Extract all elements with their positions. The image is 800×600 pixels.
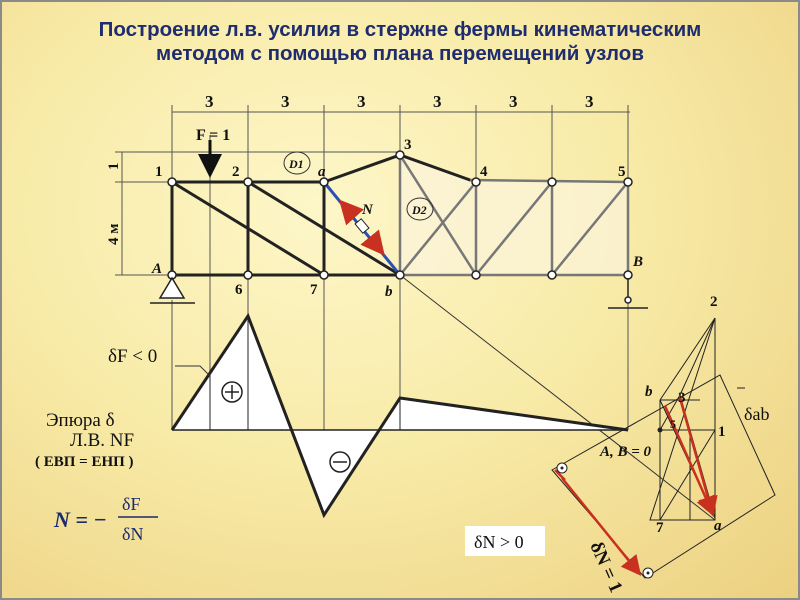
delta-n-sign: δN > 0 [474, 532, 524, 552]
node-B: B [632, 254, 643, 270]
plan-b: b [645, 384, 653, 400]
height-4: 4 м [106, 224, 122, 245]
dim-1: 3 [205, 92, 214, 111]
delta-n-unit: δN = 1 [585, 538, 626, 595]
node-1: 1 [155, 164, 163, 180]
support-a [150, 276, 195, 304]
delta-f-leader [175, 365, 211, 377]
node-A: A [151, 261, 162, 277]
dim-2: 3 [281, 92, 290, 111]
formula-numerator: δF [122, 494, 141, 514]
influence-label: Л.В. NF [70, 430, 134, 451]
plan-vector-ba [663, 405, 716, 517]
truss-nodes [167, 150, 633, 280]
force-n-label: N [361, 202, 374, 218]
height-1: 1 [106, 163, 122, 171]
node-6: 6 [235, 282, 243, 298]
node-a: a [318, 164, 326, 180]
plan-3: 3 [678, 390, 686, 406]
delta-n-box [465, 526, 545, 556]
displacement-plan [551, 317, 776, 579]
force-n-arrow-down [360, 229, 385, 256]
node-b: b [385, 284, 393, 300]
truss-right-disk [398, 154, 630, 277]
dim-6: 3 [585, 92, 594, 111]
node-5: 5 [618, 164, 626, 180]
disk-d2-marker [406, 197, 434, 221]
plan-1: 1 [718, 424, 726, 440]
support-b [608, 278, 648, 309]
slide-title: Построение л.в. усилия в стержне фермы к… [0, 18, 800, 66]
plus-sign-icon [221, 381, 243, 403]
labels: 3 3 3 3 3 3 F = 1 1 4 м 1 2 a 3 4 5 A 6 … [35, 92, 769, 596]
title-line-2: методом с помощью плана перемещений узло… [156, 42, 644, 65]
cut-section [354, 218, 370, 234]
delta-ab-label: δab [744, 404, 769, 424]
plan-ab: A, B = 0 [599, 444, 652, 460]
title-line-1: Построение л.в. усилия в стержне фермы к… [98, 18, 702, 41]
node-2: 2 [232, 164, 240, 180]
node-4: 4 [480, 164, 488, 180]
dim-4: 3 [433, 92, 442, 111]
formula-lhs: N = − [53, 507, 107, 532]
pole-ab [657, 427, 663, 433]
disk-d1-label: D1 [288, 157, 304, 171]
dimension-lines [115, 105, 630, 515]
disk-d2-label: D2 [411, 203, 427, 217]
plan-2: 2 [710, 294, 718, 310]
plan-vector-3a [678, 397, 718, 517]
node-3: 3 [404, 137, 412, 153]
plan-7: 7 [656, 520, 664, 536]
disk-d1-marker [283, 151, 311, 175]
formula-denominator: δN [122, 524, 143, 544]
plan-5: 5 [670, 417, 676, 431]
disk-d2-shading [400, 155, 628, 275]
epure-label: Эпюра δ [46, 410, 115, 431]
condition-label: ( ЕВП = ЕНП ) [35, 454, 134, 470]
minus-sign-icon [329, 451, 351, 473]
force-label: F = 1 [196, 127, 230, 144]
plan-a: a [714, 518, 722, 534]
dim-5: 3 [509, 92, 518, 111]
delta-n-arrow [561, 477, 642, 576]
dim-3: 3 [357, 92, 366, 111]
projection-line [399, 274, 716, 521]
delta-f-label: δF < 0 [108, 346, 157, 367]
node-7: 7 [310, 282, 318, 298]
force-n-arrow-up [338, 199, 364, 226]
